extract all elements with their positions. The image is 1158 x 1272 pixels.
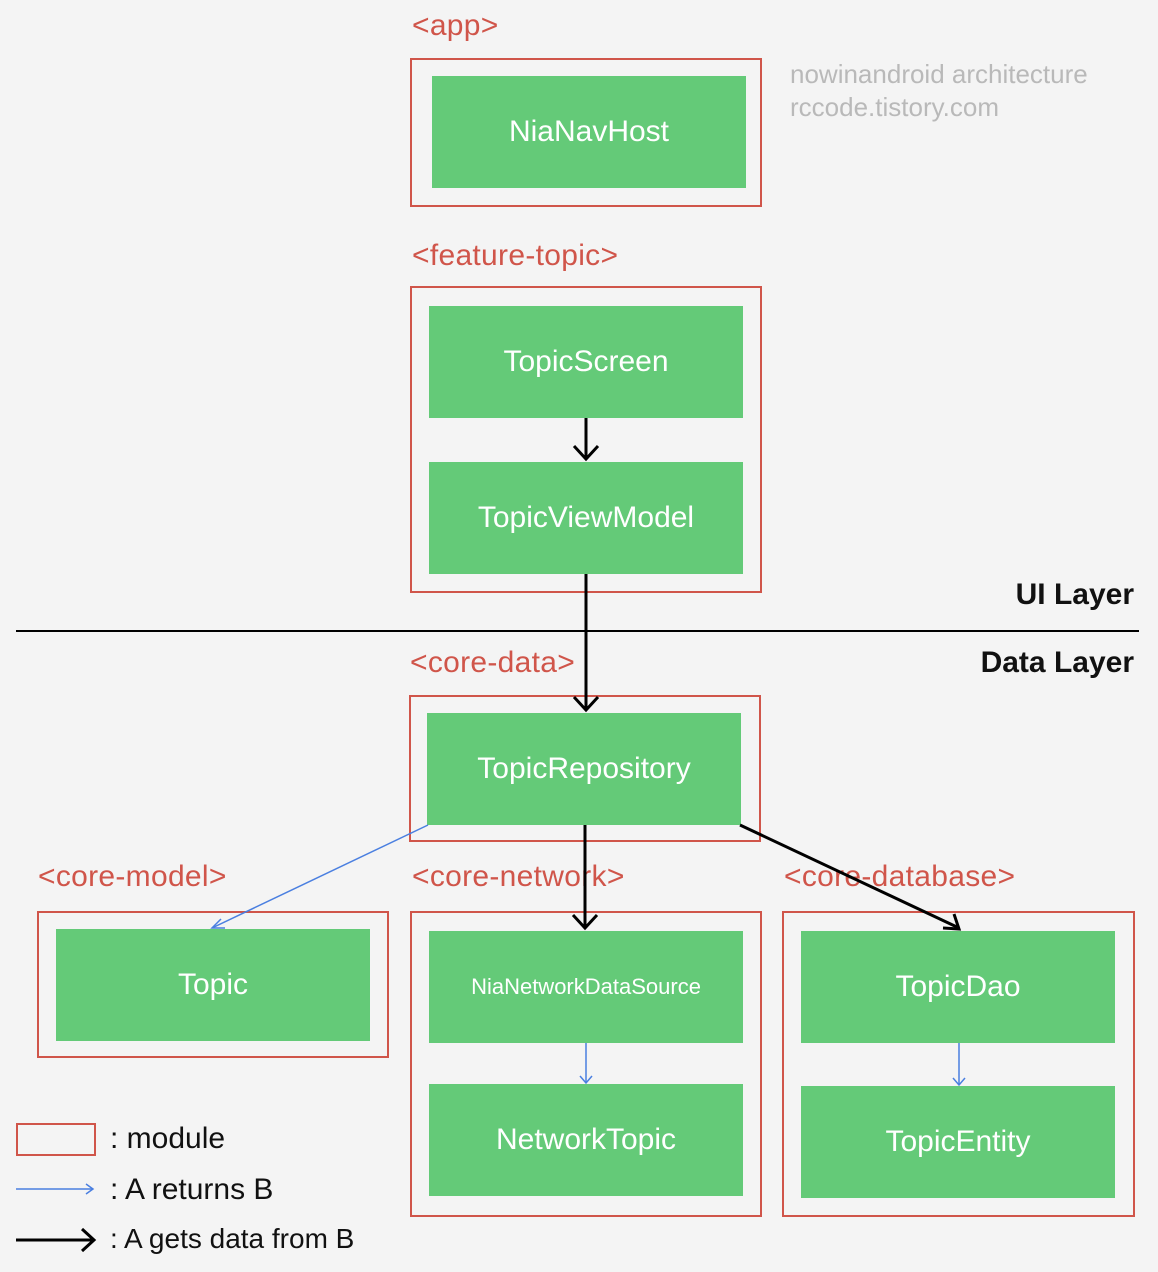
ui-layer-label: UI Layer	[1015, 578, 1134, 611]
module-label-core-model: <core-model>	[38, 860, 227, 893]
module-app	[410, 58, 762, 207]
legend-module-label: : module	[110, 1122, 226, 1155]
node-nianetworkdatasource: NiaNetworkDataSource	[429, 931, 743, 1043]
node-nianavhost: NiaNavHost	[432, 76, 746, 188]
node-topicrepository: TopicRepository	[427, 713, 741, 825]
legend-module-swatch	[16, 1123, 96, 1156]
node-topicscreen: TopicScreen	[429, 306, 743, 418]
legend-gets-data-arrow	[16, 1227, 97, 1253]
legend-gets-data-label: : A gets data from B	[110, 1223, 355, 1254]
module-label-app: <app>	[412, 9, 499, 42]
node-networktopic: NetworkTopic	[429, 1084, 743, 1196]
legend-returns-arrow	[16, 1183, 95, 1195]
module-label-core-database: <core-database>	[784, 860, 1016, 893]
watermark-title: nowinandroid architecture	[790, 59, 1088, 89]
node-topic: Topic	[56, 929, 370, 1041]
module-label-feature-topic: <feature-topic>	[412, 239, 619, 272]
module-label-core-network: <core-network>	[412, 860, 625, 893]
node-topicviewmodel: TopicViewModel	[429, 462, 743, 574]
watermark-url: rccode.tistory.com	[790, 92, 1000, 122]
node-topicentity: TopicEntity	[801, 1086, 1115, 1198]
data-layer-label: Data Layer	[980, 646, 1134, 679]
module-label-core-data: <core-data>	[410, 646, 576, 679]
legend-returns-label: : A returns B	[110, 1173, 274, 1206]
arrow-topicviewmodel-to-topicrepository	[572, 574, 600, 713]
node-topicdao: TopicDao	[801, 931, 1115, 1043]
